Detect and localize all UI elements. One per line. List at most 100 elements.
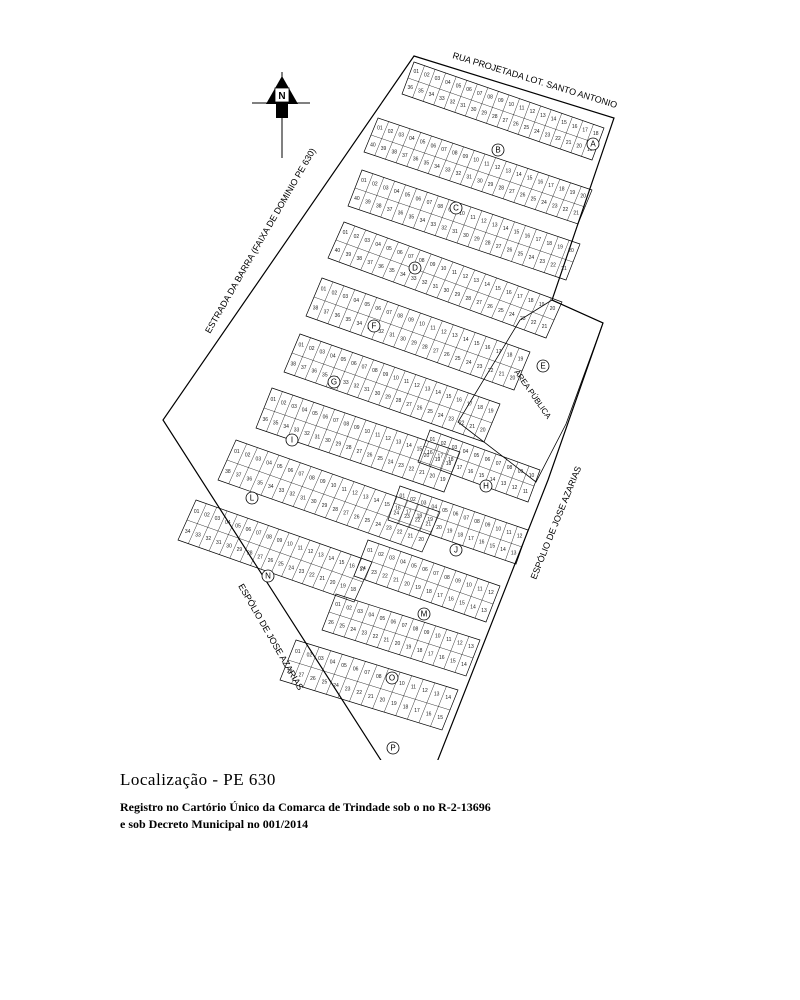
lot-number: 18 — [559, 187, 565, 193]
lot-number: 18 — [546, 241, 552, 247]
lot-number: 15 — [450, 659, 456, 665]
lot-number: 09 — [485, 523, 491, 529]
road-label-left-text: ESTRADA DA BARRA (FAIXA DE DOMINIO PE 63… — [203, 146, 318, 335]
lot-divider — [549, 113, 562, 146]
lot-number: 18 — [403, 705, 409, 711]
lot-number: 14 — [484, 282, 490, 288]
lot-divider — [282, 462, 301, 503]
lot-number: 36 — [262, 417, 268, 423]
lot-number: 08 — [376, 674, 382, 680]
lot-number: 28 — [332, 507, 338, 513]
lot-divider — [473, 400, 490, 439]
lot-divider — [388, 615, 403, 652]
lot-number: 25 — [427, 409, 433, 415]
lot-number: 40 — [335, 248, 341, 254]
lot-divider — [415, 253, 432, 291]
lot-number: 05 — [420, 140, 426, 146]
lot-divider — [460, 150, 475, 185]
lot-divider — [335, 481, 355, 522]
lot-divider — [533, 232, 548, 269]
lot-number: 07 — [408, 254, 414, 260]
lot-number: 11 — [404, 379, 409, 385]
lot-number: 03 — [291, 404, 297, 410]
lot-divider — [397, 555, 413, 592]
lot-number: 11 — [446, 637, 451, 643]
lot-number: 18 — [593, 131, 599, 137]
lot-number: 20 — [380, 697, 386, 703]
lot-number: 18 — [417, 648, 423, 654]
lot-number: 03 — [318, 656, 324, 662]
lot-number: 26 — [328, 620, 334, 626]
lot-number: 28 — [422, 344, 428, 350]
lot-divider — [505, 526, 518, 561]
lot-number: 15 — [490, 543, 496, 549]
lot-number: 17 — [468, 536, 474, 542]
lot-number: 38 — [313, 305, 319, 311]
lot-number: 14 — [516, 172, 522, 178]
lot-divider — [462, 511, 475, 546]
lot-number: 22 — [373, 634, 379, 640]
lot-divider — [370, 427, 388, 468]
road-label-bottom-left: ESPÓLIO DE JOSE AZARIAS — [236, 582, 305, 692]
lot-number: 31 — [389, 333, 395, 339]
lot-number: 11 — [523, 489, 528, 495]
lot-number: 25 — [322, 680, 328, 686]
lot-number: 22 — [309, 573, 315, 579]
lot-divider — [368, 492, 387, 534]
block-letter: P — [390, 744, 395, 753]
lot-number: 37 — [402, 153, 408, 159]
lot-number: 26 — [310, 676, 316, 682]
lot-number: 08 — [413, 627, 419, 633]
block-marker — [261, 569, 275, 583]
lot-number: 09 — [424, 630, 430, 636]
lot-divider — [413, 192, 428, 229]
lot-number: 30 — [226, 543, 232, 549]
lot-number: 31 — [216, 540, 222, 546]
lot-number: 14 — [470, 604, 476, 610]
lot-divider — [228, 443, 247, 484]
lot-number: 18 — [426, 589, 432, 595]
lot-number: 06 — [375, 306, 381, 312]
lot-number: 22 — [563, 207, 569, 213]
lot-divider — [441, 389, 459, 428]
lot-number: 34 — [283, 424, 289, 430]
block-marker — [491, 143, 505, 157]
lot-divider — [554, 240, 570, 277]
lot-number: 02 — [309, 346, 315, 352]
lot-number: 19 — [406, 645, 412, 651]
lot-divider — [395, 128, 411, 163]
lot-number: 23 — [398, 463, 404, 469]
lot-divider — [475, 87, 489, 120]
lot-number: 18 — [528, 298, 534, 304]
lot-number: 32 — [441, 225, 447, 231]
block-letter: B — [495, 146, 500, 155]
lot-number: 34 — [356, 321, 362, 327]
lot-number: 15 — [527, 176, 533, 182]
lot-number: 25 — [339, 623, 345, 629]
lot-number: 33 — [195, 532, 201, 538]
lot-number: 15 — [339, 560, 345, 566]
lot-divider — [393, 309, 410, 348]
lot-number: 30 — [444, 288, 450, 294]
lot-divider — [431, 385, 448, 424]
lot-number: 10 — [508, 102, 514, 108]
lot-number: 33 — [279, 488, 285, 494]
block-letter: O — [389, 674, 395, 683]
lot-divider — [398, 489, 411, 524]
lot-divider — [391, 434, 408, 475]
lot-divider — [188, 503, 207, 544]
lot-divider — [581, 124, 594, 157]
lot-number: 06 — [466, 87, 472, 93]
lot-number: 24 — [509, 312, 515, 318]
lot-divider — [316, 281, 334, 320]
lot-number: 15 — [561, 120, 567, 126]
road-label-top: RUA PROJETADA LOT. SANTO ANTONIO — [451, 50, 618, 110]
lot-number: 32 — [422, 280, 428, 286]
lot-number: 33 — [439, 96, 445, 102]
lot-number: 22 — [555, 136, 561, 142]
lot-number: 24 — [394, 510, 400, 516]
lot-number: 13 — [434, 692, 440, 698]
lot-number: 20 — [404, 581, 410, 587]
lot-number: 03 — [383, 185, 389, 191]
lot-divider — [480, 277, 497, 315]
